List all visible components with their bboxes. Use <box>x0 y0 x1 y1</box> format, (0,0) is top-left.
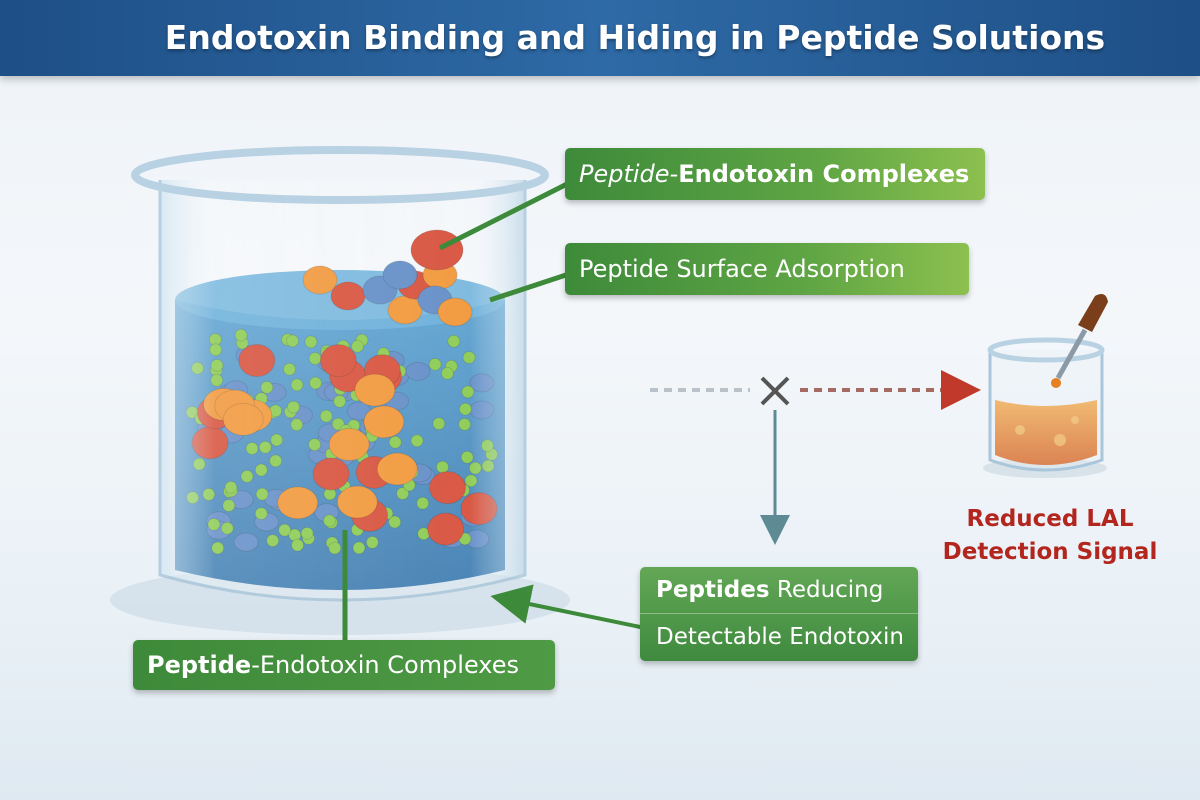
dropper-icon <box>1051 294 1108 388</box>
label-bold: Peptide <box>147 651 252 679</box>
label-text: -Endotoxin Complexes <box>251 651 520 679</box>
label-complexes-bottom: Peptide-Endotoxin Complexes <box>133 640 555 690</box>
beaker-rim <box>131 146 549 204</box>
lal-signal-text: Reduced LAL Detection Signal <box>925 503 1175 569</box>
lal-test-vial <box>983 337 1107 478</box>
lal-line-2: Detection Signal <box>942 539 1158 565</box>
label-text: Peptide Surface Adsorption <box>579 255 905 283</box>
lal-line-1: Reduced LAL <box>966 506 1134 532</box>
label-surface-adsorption: Peptide Surface Adsorption <box>565 243 969 295</box>
pointer-adsorption <box>489 269 576 303</box>
label-bold: Peptides <box>656 577 770 603</box>
page-title: Endotoxin Binding and Hiding in Peptide … <box>164 18 1106 57</box>
label-bold: Endotoxin Complexes <box>678 160 970 188</box>
title-banner <box>0 0 1200 76</box>
beaker-glass <box>158 180 527 602</box>
label-text: Reducing <box>769 577 884 603</box>
beaker <box>131 146 549 602</box>
pointer-reducing <box>490 584 646 630</box>
label-peptides-reducing: Peptides Reducing Detectable Endotoxin <box>640 567 918 661</box>
label-complexes-top: Peptide-Endotoxin Complexes <box>565 148 985 200</box>
label-text: Detectable Endotoxin <box>656 623 904 650</box>
blocked-x-icon <box>760 376 790 406</box>
label-prefix: Peptide- <box>579 160 679 188</box>
pointer-complexes-top <box>438 177 577 251</box>
